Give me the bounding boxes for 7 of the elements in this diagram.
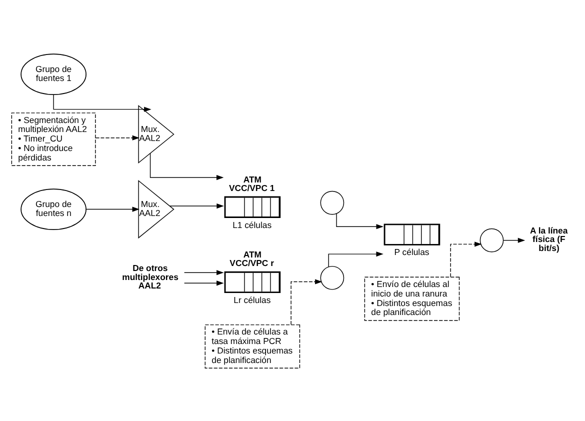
node-label: Lr células [234, 294, 271, 304]
node-label: L1 células [232, 219, 272, 230]
node-text: A la línea física (F bit/s) [530, 225, 568, 252]
node-label: P células [394, 246, 430, 257]
node-text: De otros multiplexores AAL2 [122, 262, 178, 290]
node-label: ATM VCC/VPC r [230, 248, 274, 268]
node-label: ATM VCC/VPC 1 [228, 174, 275, 192]
